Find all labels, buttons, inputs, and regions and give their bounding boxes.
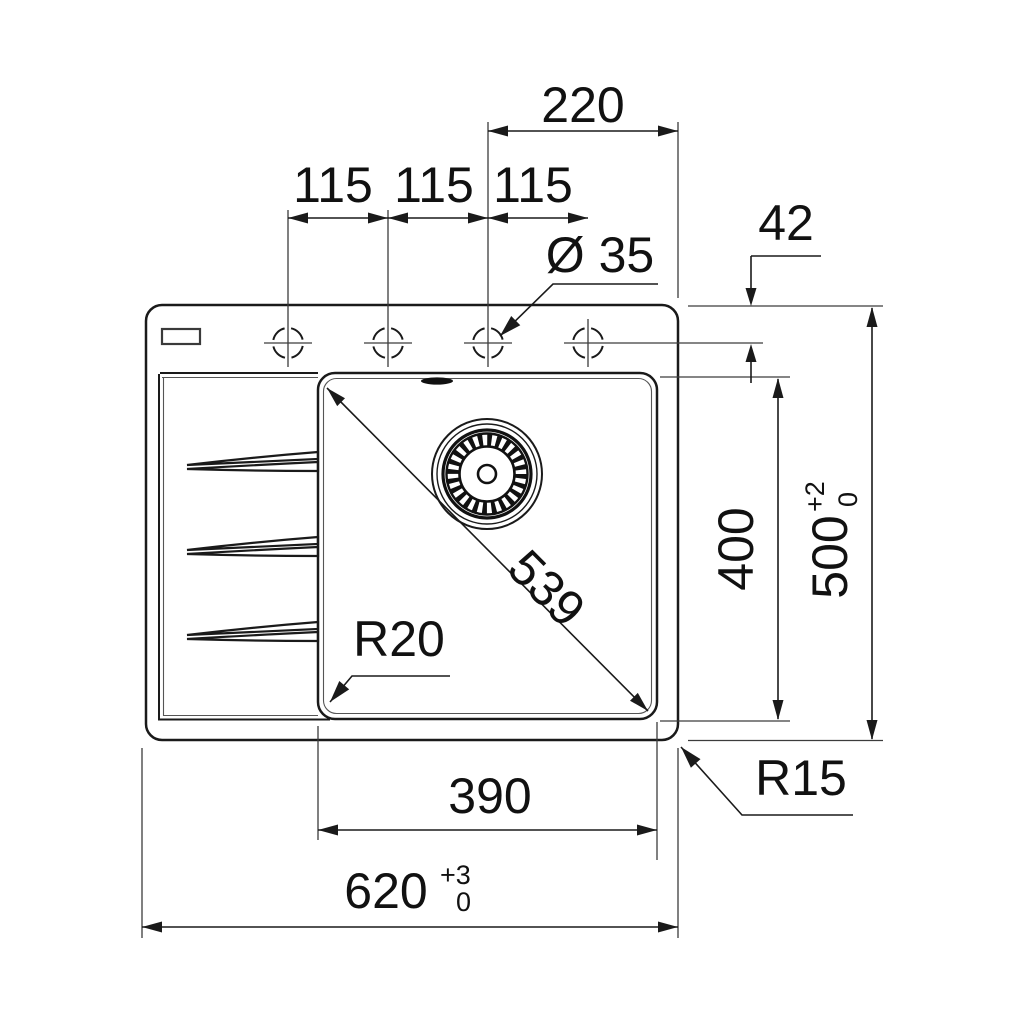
dim-bowl-depth-400: 400	[708, 378, 784, 720]
drain-ring-2	[436, 423, 538, 525]
leader-arrow	[330, 681, 350, 702]
dim-label-620-tol-upper: +3	[440, 860, 471, 890]
extension-lines	[141, 122, 883, 938]
faucet-holes	[264, 122, 763, 367]
faucet-hole-3	[464, 122, 512, 367]
dim-label-500: 500	[802, 515, 858, 598]
drain-strainer	[431, 418, 543, 530]
dim-label-500-tol-lower: 0	[833, 492, 863, 507]
dim-hole-centerline-offset-42: 42	[745, 195, 821, 383]
dim-label-115-1: 115	[293, 157, 373, 213]
dim-bowl-width-390: 390	[318, 768, 657, 836]
overflow-slot	[421, 377, 453, 385]
dim-label-220: 220	[541, 77, 624, 133]
brand-logo-mark	[160, 327, 202, 346]
dim-outer-corner-radius-r15: R15	[680, 746, 853, 816]
dim-label-115-3: 115	[493, 157, 573, 213]
dim-bowl-corner-radius-r20: R20	[329, 611, 450, 703]
drain-center-hole	[476, 463, 498, 485]
leader-arrow	[681, 747, 701, 768]
main-bowl	[316, 371, 659, 721]
leader-arrow	[500, 316, 521, 336]
dim-label-500-tol-upper: +2	[800, 481, 830, 512]
bowl-inner-edge	[322, 377, 653, 715]
faucet-hole-4	[564, 319, 763, 367]
dim-label-620-tol-lower: 0	[456, 887, 471, 917]
dim-label-r15: R15	[755, 750, 847, 806]
dim-hole-diameter-35: Ø 35	[499, 227, 658, 337]
drain-teeth	[447, 434, 527, 514]
dim-label-42: 42	[758, 195, 814, 251]
dim-overall-width-620: 620 +3 0	[142, 860, 678, 933]
bowl-outline	[316, 371, 659, 721]
dim-label-115-2: 115	[394, 157, 474, 213]
drain-outer-ring	[431, 418, 543, 530]
faucet-hole-1	[264, 210, 312, 367]
dim-label-390: 390	[448, 768, 531, 824]
dim-hole-spacing-115: 115 115 115	[288, 157, 588, 224]
drain-teeth-outer	[445, 432, 529, 516]
dim-tap-hole-offset-220: 220	[488, 77, 678, 137]
faucet-hole-2	[364, 210, 412, 367]
dim-label-400: 400	[708, 507, 764, 590]
dim-label-620: 620	[344, 863, 427, 919]
dim-label-r20: R20	[353, 611, 445, 667]
dim-overall-depth-500: 500 +2 0	[800, 307, 878, 740]
sink-outline	[144, 303, 680, 742]
dim-label-dia35: Ø 35	[546, 227, 654, 283]
